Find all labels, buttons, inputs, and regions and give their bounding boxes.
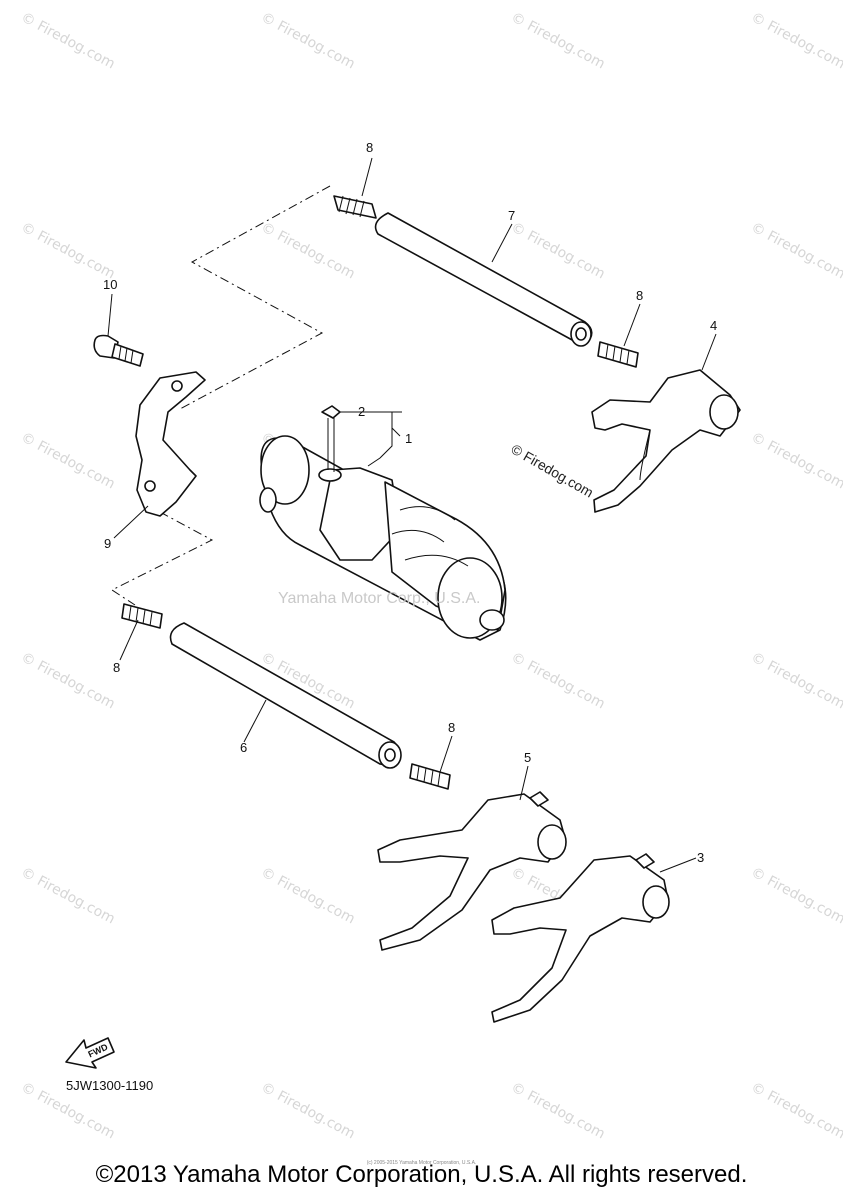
shift-drum-part-1 bbox=[259, 435, 507, 641]
watermark: © Firedog.com bbox=[18, 9, 117, 72]
part-code: 5JW1300-1190 bbox=[66, 1078, 154, 1093]
spring-part-8-right bbox=[597, 341, 639, 368]
watermark: © Firedog.com bbox=[258, 1079, 357, 1142]
footer-small-print: (c) 2005-2015 Yamaha Motor Corporation, … bbox=[366, 1160, 477, 1166]
callout-8: 8 bbox=[113, 660, 120, 675]
watermark: © Firedog.com bbox=[748, 429, 843, 492]
watermark: © Firedog.com bbox=[508, 649, 607, 712]
callout-2: 2 bbox=[358, 404, 365, 419]
callout-9: 9 bbox=[104, 536, 111, 551]
shift-fork-part-4 bbox=[591, 369, 741, 513]
center-watermark: Yamaha Motor Corp., U.S.A. bbox=[278, 590, 480, 607]
callout-8: 8 bbox=[448, 720, 455, 735]
callout-5: 5 bbox=[524, 750, 531, 765]
callout-1: 1 bbox=[405, 431, 412, 446]
watermark-dark: © Firedog.com bbox=[509, 441, 597, 501]
callout-7: 7 bbox=[508, 208, 515, 223]
watermark: © Firedog.com bbox=[258, 9, 357, 72]
callout-6: 6 bbox=[240, 740, 247, 755]
callout-8: 8 bbox=[636, 288, 643, 303]
copyright-footer: ©2013 Yamaha Motor Corporation, U.S.A. A… bbox=[95, 1161, 748, 1188]
watermark: © Firedog.com bbox=[748, 864, 843, 927]
watermark: © Firedog.com bbox=[748, 219, 843, 282]
watermark: © Firedog.com bbox=[748, 1079, 843, 1142]
spring-part-8-lower bbox=[409, 763, 451, 790]
bolt-part-10 bbox=[93, 334, 144, 367]
leader-lines bbox=[107, 157, 717, 873]
watermark: © Firedog.com bbox=[258, 219, 357, 282]
spring-part-8-top bbox=[333, 195, 377, 219]
fwd-arrow-icon: FWD bbox=[65, 1037, 115, 1069]
watermark: © Firedog.com bbox=[508, 1079, 607, 1142]
callout-4: 4 bbox=[710, 318, 717, 333]
watermark: © Firedog.com bbox=[18, 429, 117, 492]
callouts: 8 7 8 10 4 2 1 9 8 6 8 5 3 bbox=[103, 140, 717, 865]
callout-8: 8 bbox=[366, 140, 373, 155]
shift-fork-part-5 bbox=[377, 791, 567, 951]
spring-part-8-left bbox=[121, 603, 163, 629]
shift-fork-part-3 bbox=[491, 853, 670, 1023]
watermark: © Firedog.com bbox=[18, 219, 117, 282]
plate-part-9 bbox=[135, 371, 206, 517]
watermark: © Firedog.com bbox=[508, 219, 607, 282]
watermark: © Firedog.com bbox=[258, 864, 357, 927]
watermark: © Firedog.com bbox=[748, 9, 843, 72]
watermark: © Firedog.com bbox=[508, 9, 607, 72]
shaft-part-7 bbox=[374, 212, 593, 347]
watermark: © Firedog.com bbox=[18, 649, 117, 712]
assembly-lines bbox=[110, 185, 331, 606]
callout-10: 10 bbox=[103, 277, 117, 292]
watermark: © Firedog.com bbox=[18, 864, 117, 927]
shaft-part-6 bbox=[169, 622, 402, 769]
watermark: © Firedog.com bbox=[748, 649, 843, 712]
callout-3: 3 bbox=[697, 850, 704, 865]
